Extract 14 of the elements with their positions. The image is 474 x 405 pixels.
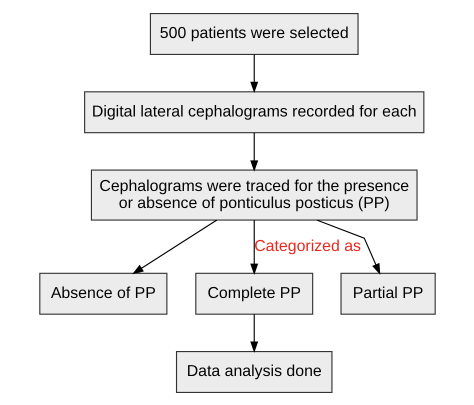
node-box: Complete PP	[194, 272, 313, 314]
arrow	[250, 132, 258, 172]
node-box: Partial PP	[340, 272, 436, 314]
arrow	[316, 219, 380, 274]
node-box: Digital lateral cephalograms recorded for each	[84, 90, 424, 133]
node-box: Data analysis done	[175, 350, 332, 393]
arrow	[250, 54, 258, 93]
node-box: 500 patients were selected	[149, 12, 358, 54]
node-box: Absence of PP	[38, 272, 167, 314]
arrow	[250, 314, 258, 352]
edge-label: Categorized as	[254, 237, 361, 254]
node-box: Cephalograms were traced for the presence or absence of ponticulus posticus (PP)	[90, 169, 418, 220]
arrow	[250, 220, 258, 274]
arrow	[132, 219, 217, 274]
